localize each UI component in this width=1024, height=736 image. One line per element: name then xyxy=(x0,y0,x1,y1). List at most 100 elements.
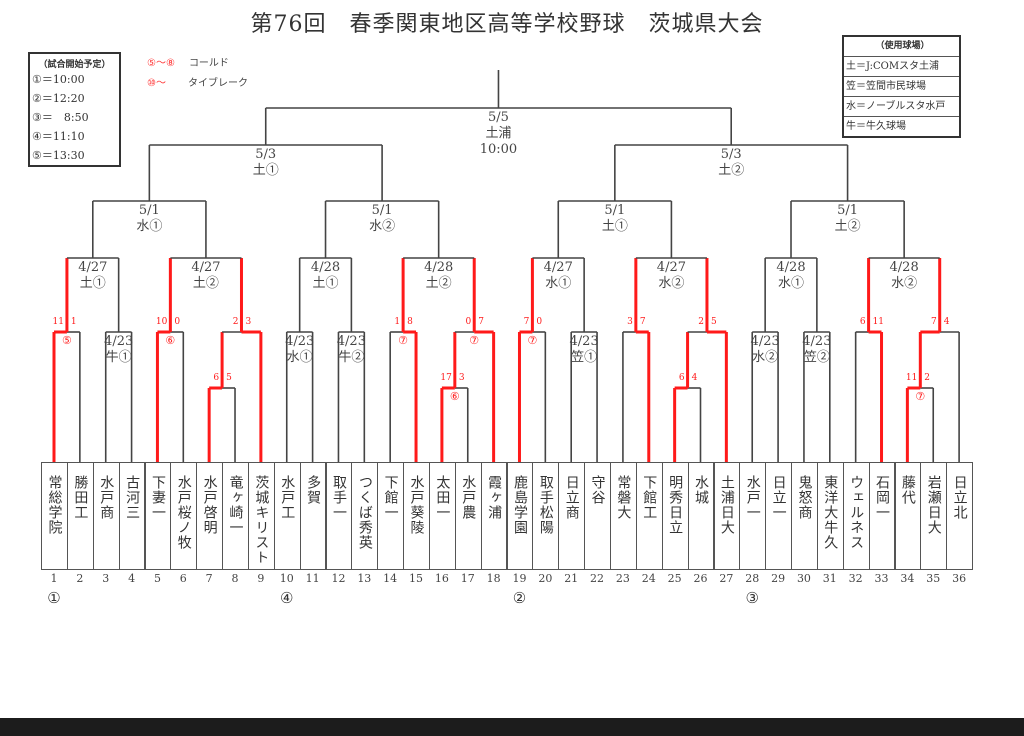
team-name: 下妻一 xyxy=(149,475,166,520)
match-schedule-label: 4/23 xyxy=(285,334,314,349)
start-time-row: ④＝11:10 xyxy=(32,130,85,143)
team-box: 鬼怒商 xyxy=(790,462,818,570)
team-name: 水戸桜ノ牧 xyxy=(175,475,192,550)
team-name: 岩瀬日大 xyxy=(925,475,942,535)
team-name: 水戸工 xyxy=(279,475,296,520)
match-schedule-label: 土② xyxy=(835,219,861,234)
venue-row: 水＝ノーブルスタ水戸 xyxy=(844,96,959,116)
team-name: 茨城キリスト xyxy=(253,475,270,565)
team-number: 23 xyxy=(615,572,630,585)
team-box: 岩瀬日大 xyxy=(920,462,948,570)
match-schedule-label: 4/28 xyxy=(890,260,919,275)
match-schedule-label: 5/1 xyxy=(372,203,393,218)
score-left: 1 xyxy=(394,317,400,327)
score-right: 3 xyxy=(245,317,251,327)
team-number: 25 xyxy=(667,572,682,585)
score-right: 3 xyxy=(459,373,465,383)
team-name: 水戸農 xyxy=(460,475,477,520)
match-schedule-label: 水① xyxy=(545,276,571,291)
team-name: 藤代 xyxy=(899,475,916,505)
team-number: 17 xyxy=(460,572,475,585)
score-left: 7 xyxy=(524,317,530,327)
team-name: 日立商 xyxy=(563,475,580,520)
start-times-heading: （試合開始予定） xyxy=(38,60,111,70)
venue-row: 牛＝牛久球場 xyxy=(844,116,959,136)
start-time-row: ③＝ 8:50 xyxy=(32,111,89,124)
score-right: 4 xyxy=(692,373,698,383)
team-name: 水戸商 xyxy=(98,475,115,520)
team-box: 下館一 xyxy=(377,462,405,570)
team-name: 水戸葵陵 xyxy=(408,475,425,535)
team-box: 水戸工 xyxy=(273,462,301,570)
score-left: 11 xyxy=(52,317,63,327)
team-name: 水戸啓明 xyxy=(201,475,218,535)
team-box: ウェルネス xyxy=(842,462,870,570)
team-name: 太田一 xyxy=(434,475,451,520)
match-schedule-label: 5/3 xyxy=(721,147,742,162)
score-right: 2 xyxy=(924,373,930,383)
match-schedule-label: 水② xyxy=(752,350,778,365)
team-name: 日立北 xyxy=(951,475,968,520)
team-name: 下館一 xyxy=(382,475,399,520)
match-schedule-label: 水① xyxy=(287,350,313,365)
team-box: 下妻一 xyxy=(144,462,172,570)
match-schedule-label: 土② xyxy=(193,276,219,291)
team-name: 常磐大 xyxy=(615,475,632,520)
match-schedule-label: 5/1 xyxy=(604,203,625,218)
team-box: 東洋大牛久 xyxy=(816,462,844,570)
match-schedule-label: 5/1 xyxy=(837,203,858,218)
team-name: 鬼怒商 xyxy=(796,475,813,520)
team-box: 水戸一 xyxy=(739,462,767,570)
team-box: 竜ヶ崎一 xyxy=(222,462,250,570)
match-schedule-label: 4/27 xyxy=(191,260,220,275)
start-times-legend: （試合開始予定） ①＝10:00 ②＝12:20 ③＝ 8:50 ④＝11:10… xyxy=(28,52,121,167)
team-name: 取手松陽 xyxy=(537,475,554,535)
score-left: 10 xyxy=(156,317,168,327)
score-left: 6 xyxy=(213,373,219,383)
match-schedule-label: 4/23 xyxy=(104,334,133,349)
score-right: 7 xyxy=(640,317,646,327)
score-right: 11 xyxy=(873,317,884,327)
team-box: 鹿島学園 xyxy=(506,462,534,570)
match-schedule-label: 4/27 xyxy=(78,260,107,275)
team-number: 26 xyxy=(693,572,708,585)
match-schedule-label: 土② xyxy=(718,163,744,178)
team-box: 霞ヶ浦 xyxy=(480,462,508,570)
team-box: 多賀 xyxy=(299,462,327,570)
match-schedule-label: 水② xyxy=(891,276,917,291)
team-number: 34 xyxy=(900,572,915,585)
note-mark: ⑩～ xyxy=(147,78,166,89)
team-number: 8 xyxy=(231,572,239,585)
team-box: 勝田工 xyxy=(66,462,94,570)
team-name: 多賀 xyxy=(305,475,322,505)
team-number: 13 xyxy=(357,572,372,585)
team-number: 22 xyxy=(590,572,605,585)
match-schedule-label: 牛① xyxy=(106,350,132,365)
seed-mark: ② xyxy=(512,589,527,607)
team-box: 水戸農 xyxy=(454,462,482,570)
match-number-mark: ⑥ xyxy=(450,390,460,403)
match-schedule-label: 水② xyxy=(369,219,395,234)
team-name: 取手一 xyxy=(330,475,347,520)
team-box: 守谷 xyxy=(584,462,612,570)
score-left: 2 xyxy=(233,317,239,327)
start-time-row: ①＝10:00 xyxy=(32,73,85,86)
team-number: 9 xyxy=(257,572,265,585)
match-schedule-label: 土浦 xyxy=(485,126,511,141)
match-number-mark: ⑦ xyxy=(398,334,408,347)
page-title: 第76回 春季関東地区高等学校野球 茨城県大会 xyxy=(250,12,764,37)
team-box: つくば秀英 xyxy=(351,462,379,570)
score-right: 4 xyxy=(944,317,950,327)
match-schedule-label: 5/5 xyxy=(488,110,509,125)
team-number: 16 xyxy=(434,572,449,585)
match-schedule-label: 4/23 xyxy=(570,334,599,349)
note-text: コールド xyxy=(188,58,229,69)
score-left: 11 xyxy=(906,373,917,383)
match-schedule-label: 4/27 xyxy=(544,260,573,275)
score-right: 1 xyxy=(71,317,77,327)
team-box: 日立商 xyxy=(558,462,586,570)
team-name: 霞ヶ浦 xyxy=(486,475,503,520)
venue-row: 土＝J:COMスタ土浦 xyxy=(844,56,959,76)
note-mark: ⑤～⑧ xyxy=(147,58,175,69)
